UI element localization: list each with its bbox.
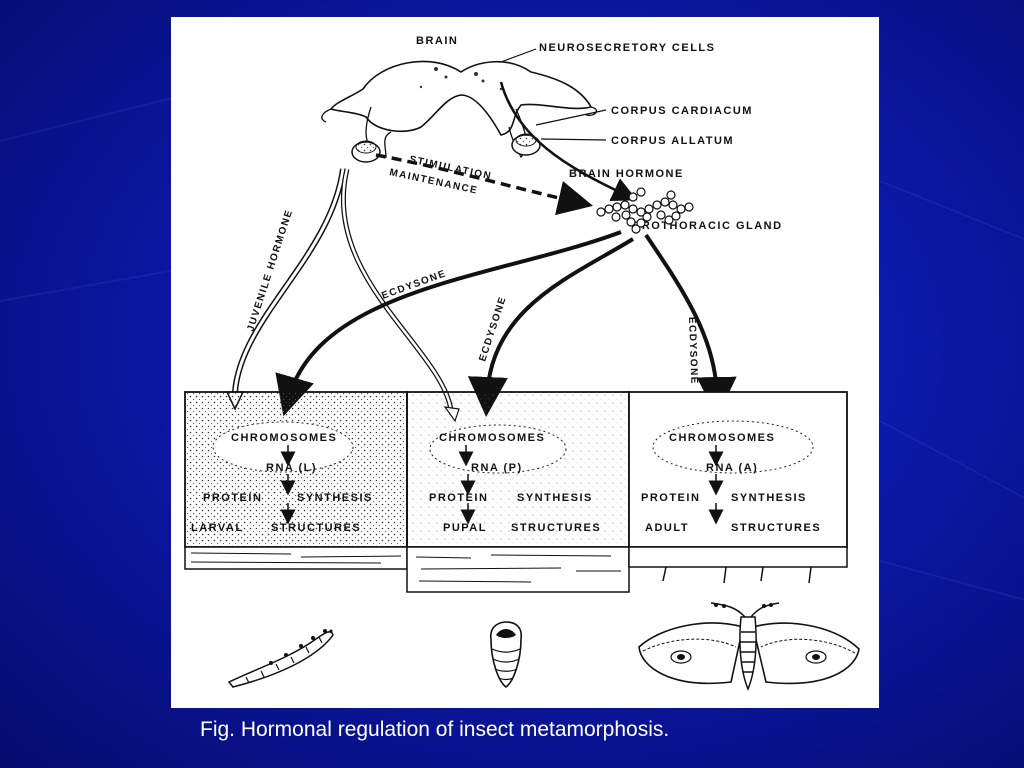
panel-larval-structures: STRUCTURES [271,522,361,534]
moth-illustration [638,602,860,691]
panel-larval-stage: LARVAL [191,522,244,534]
brain-illustration [321,60,598,163]
label-corpus-allatum: CORPUS ALLATUM [611,135,734,147]
panel-adult: CHROMOSOMES RNA (A) PROTEIN SYNTHESIS AD… [628,391,848,584]
panel-pupal-structures: STRUCTURES [511,522,601,534]
panel-adult-stage: ADULT [645,522,689,534]
label-brain: BRAIN [416,35,458,47]
diagram-figure: BRAIN NEUROSECRETORY CELLS CORPUS CARDIA… [171,17,879,708]
panel-pupal-chromosomes: CHROMOSOMES [439,432,545,444]
figure-caption: Fig. Hormonal regulation of insect metam… [200,718,670,741]
label-neurosecretory-cells: NEUROSECRETORY CELLS [539,42,716,54]
panel-pupal-stage: PUPAL [443,522,487,534]
panel-pupal-synthesis: SYNTHESIS [517,492,593,504]
panel-adult-structures: STRUCTURES [731,522,821,534]
larva-illustration [227,629,334,688]
panel-larval-chromosomes: CHROMOSOMES [231,432,337,444]
panel-larval-rna: RNA (L) [266,462,317,474]
background-streak [879,560,1024,614]
ecdysone-arrows [275,230,737,417]
label-ecdysone-right: ECDYSONE [686,317,699,385]
prothoracic-gland-illustration [596,187,694,234]
panel-pupal-rna: RNA (P) [471,462,523,474]
panel-larval: CHROMOSOMES RNA (L) PROTEIN SYNTHESIS LA… [184,391,408,570]
background-streak [879,180,1024,257]
pupa-illustration [490,621,523,688]
panel-larval-protein: PROTEIN [203,492,262,504]
panel-pupal: CHROMOSOMES RNA (P) PROTEIN SYNTHESIS PU… [406,391,630,593]
label-corpus-cardiacum: CORPUS CARDIACUM [611,105,753,117]
label-ecdysone-middle: ECDYSONE [477,295,509,363]
panel-adult-chromosomes: CHROMOSOMES [669,432,775,444]
panel-adult-protein: PROTEIN [641,492,700,504]
background-streak [879,420,1024,516]
metamorphosis-diagram: BRAIN NEUROSECRETORY CELLS CORPUS CARDIA… [184,35,860,691]
label-brain-hormone: BRAIN HORMONE [569,168,684,180]
panel-larval-synthesis: SYNTHESIS [297,492,373,504]
panel-adult-rna: RNA (A) [706,462,758,474]
label-prothoracic-gland: PROTHORACIC GLAND [633,220,783,232]
panel-pupal-protein: PROTEIN [429,492,488,504]
panel-adult-synthesis: SYNTHESIS [731,492,807,504]
